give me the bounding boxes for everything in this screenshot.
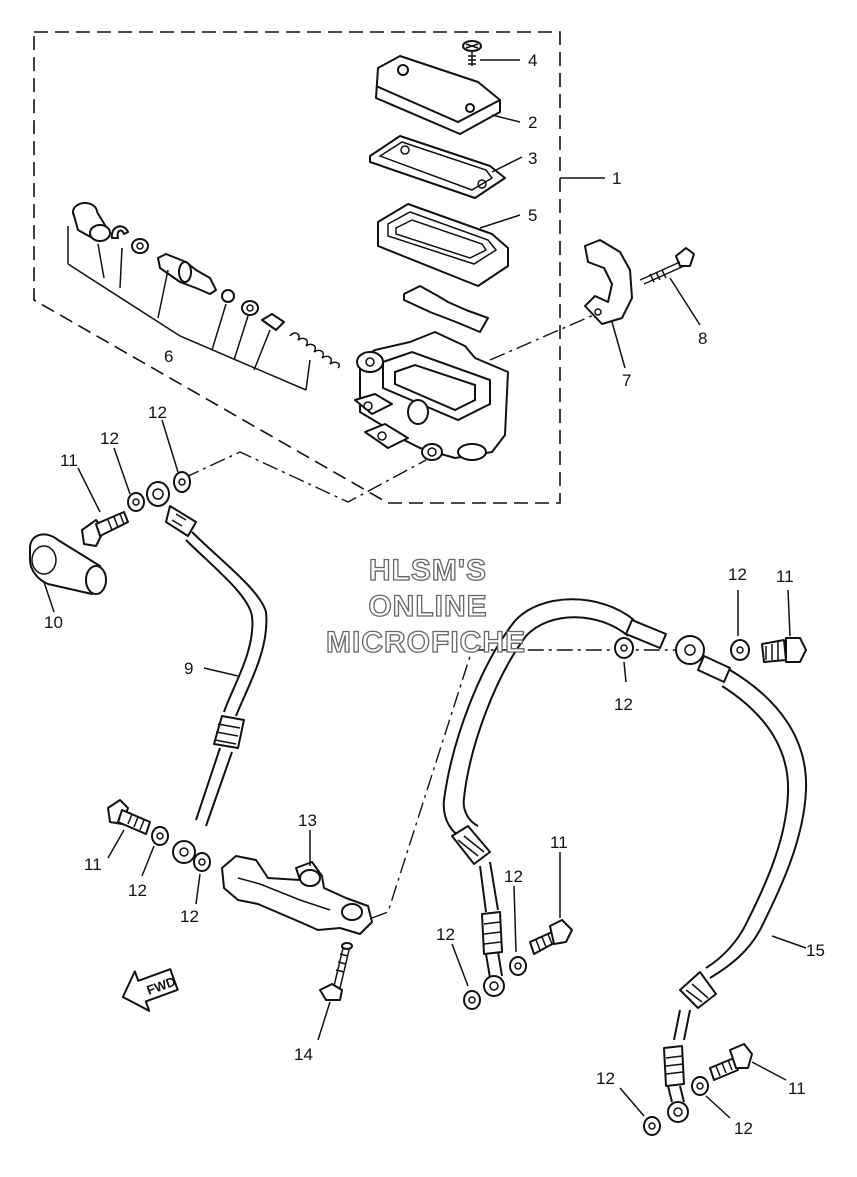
callout-8: 8 <box>698 329 707 348</box>
union-bolt <box>709 1043 753 1081</box>
float-plate <box>403 285 489 333</box>
callout-12b: 12 <box>100 429 119 448</box>
brake-hose-lower <box>442 598 808 1123</box>
brake-hose-joint <box>221 855 373 935</box>
callout-12g: 12 <box>504 867 523 886</box>
reservoir-cap <box>375 55 501 135</box>
callout-leader-2 <box>491 114 521 123</box>
washer <box>691 1076 709 1096</box>
watermark: HLSM'S ONLINE MICROFICHE <box>325 553 526 659</box>
callout-leader-9 <box>203 667 239 677</box>
watermark-line-2: ONLINE <box>368 590 487 623</box>
callout-11d: 11 <box>550 833 568 852</box>
watermark-line-1: HLSM'S <box>369 554 487 587</box>
callout-10: 10 <box>44 613 63 632</box>
callout-leader-10 <box>43 581 55 613</box>
callout-5: 5 <box>528 206 537 225</box>
callout-12a: 12 <box>148 403 167 422</box>
callout-leader-12i <box>705 1095 731 1119</box>
washer <box>614 637 634 659</box>
union-bolt <box>81 511 129 547</box>
callout-leader-11a <box>77 467 101 513</box>
callout-12j: 12 <box>596 1069 615 1088</box>
callout-1: 1 <box>612 169 621 188</box>
callout-7: 7 <box>622 371 631 390</box>
washer <box>151 826 169 846</box>
callout-9: 9 <box>184 659 193 678</box>
joint-bolt <box>319 942 353 1001</box>
diaphragm <box>377 203 509 287</box>
callout-leader-5 <box>479 214 521 229</box>
callout-2: 2 <box>528 113 537 132</box>
callout-leader-12h <box>451 943 469 987</box>
union-bolt <box>107 799 151 835</box>
callout-12c: 12 <box>128 881 147 900</box>
callout-11a: 11 <box>60 451 78 470</box>
piston-kit <box>72 202 341 369</box>
callout-14: 14 <box>294 1045 313 1064</box>
callout-leader-12f <box>623 661 627 683</box>
callout-3: 3 <box>528 149 537 168</box>
callout-leader-11c <box>787 589 791 637</box>
callout-leader-12j <box>619 1087 645 1117</box>
callout-12e: 12 <box>728 565 747 584</box>
forward-arrow: FWD <box>121 968 179 1012</box>
callout-15: 15 <box>806 941 825 960</box>
callout-leader-12a <box>161 419 179 473</box>
diaphragm-plate <box>369 135 506 199</box>
callout-leader-15 <box>771 935 807 949</box>
callout-leader-11b <box>107 829 125 859</box>
callout-12f: 12 <box>614 695 633 714</box>
callout-leader-14 <box>317 1001 331 1041</box>
washer <box>127 492 145 512</box>
callout-12h: 12 <box>436 925 455 944</box>
callout-13: 13 <box>298 811 317 830</box>
bleed-cap <box>29 533 107 595</box>
brake-hose-upper <box>165 505 268 827</box>
callout-leader-7 <box>611 321 626 369</box>
callout-leader-8 <box>669 277 701 326</box>
callout-leader-12d <box>195 873 201 905</box>
washer <box>730 639 750 661</box>
union-bolt <box>761 637 807 663</box>
handlebar-holder <box>584 239 633 325</box>
callout-leader-12c <box>141 845 155 877</box>
callout-leader-6 <box>67 263 307 391</box>
cap-screw <box>462 40 482 66</box>
watermark-line-3: MICROFICHE <box>326 626 526 659</box>
washer <box>173 471 191 493</box>
master-cylinder-body <box>354 331 509 461</box>
callout-leader-3 <box>491 156 523 173</box>
callout-11c: 11 <box>776 567 794 586</box>
callout-leader-12b <box>113 447 131 495</box>
callout-leader-11e <box>751 1061 787 1081</box>
callout-12i: 12 <box>734 1119 753 1138</box>
callout-11b: 11 <box>84 855 102 874</box>
washer <box>643 1116 661 1136</box>
callout-leader-12g <box>513 885 517 953</box>
washer <box>193 852 211 872</box>
union-bolt <box>529 919 573 955</box>
washer <box>509 956 527 976</box>
washer <box>463 990 481 1010</box>
callout-labels: 1 2 3 4 5 6 7 8 9 10 11 11 11 11 11 12 1… <box>44 51 825 1138</box>
callout-4: 4 <box>528 51 537 70</box>
callout-11e: 11 <box>788 1079 806 1098</box>
assembly-boundary <box>33 31 561 504</box>
callout-6: 6 <box>164 347 173 366</box>
callout-12d: 12 <box>180 907 199 926</box>
holder-bolt <box>639 247 695 285</box>
